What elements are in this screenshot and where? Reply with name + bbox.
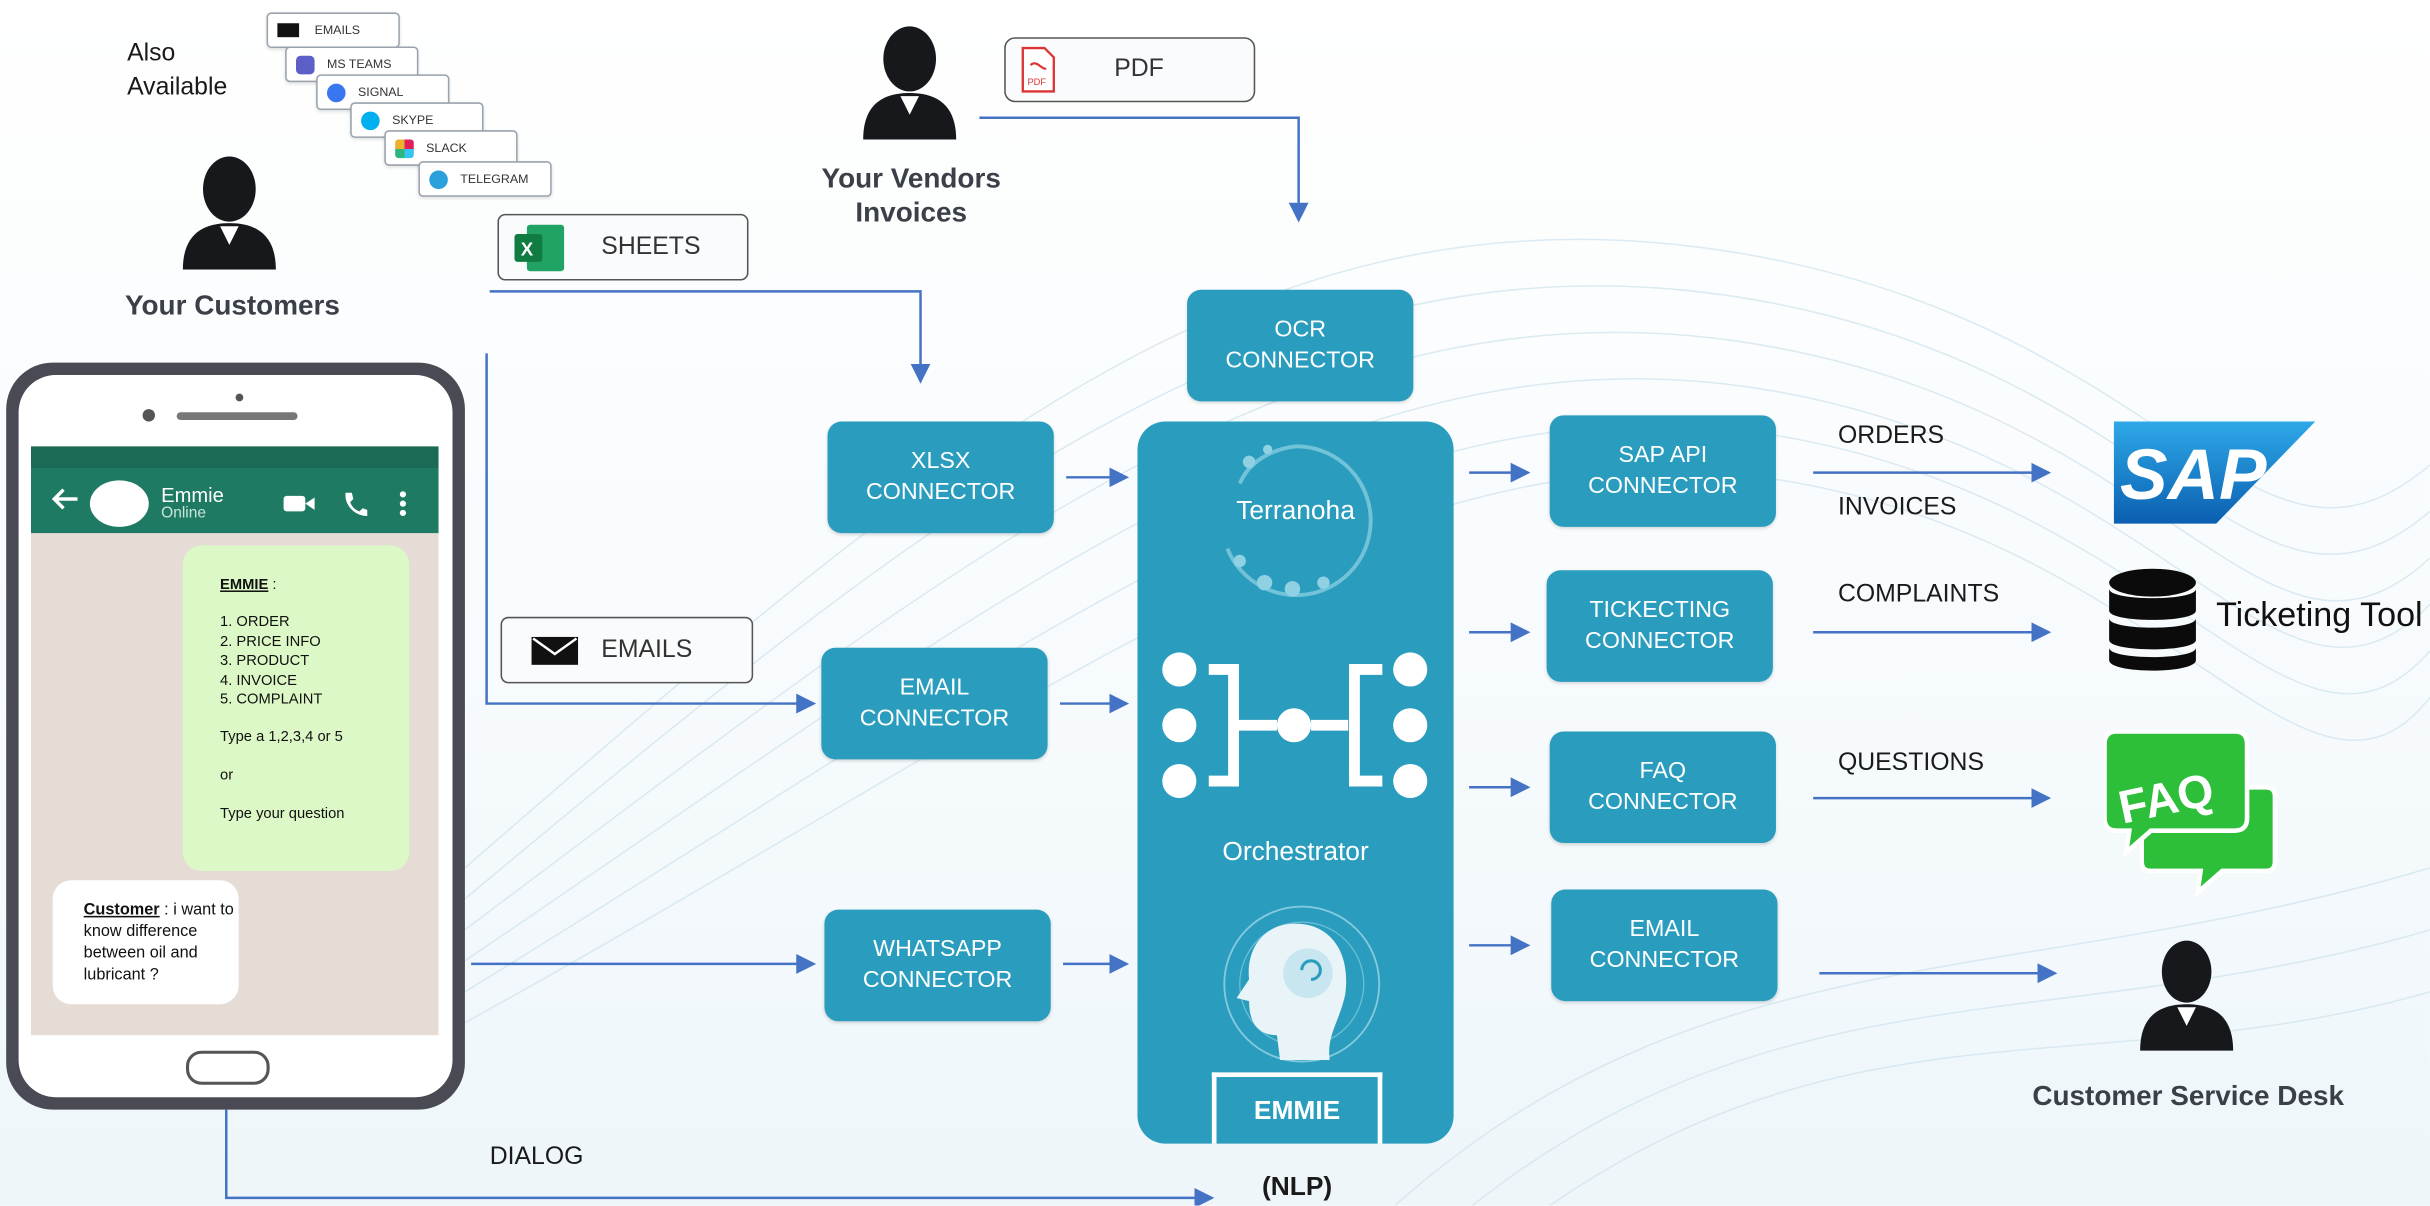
xlsx-connector[interactable]: XLSX CONNECTOR [827, 421, 1054, 534]
orchestrator-icon [1162, 652, 1428, 799]
invoices-label: INVOICES [1837, 494, 1957, 521]
service-desk-person-icon [2140, 940, 2234, 1051]
channel-emails: EMAILS [266, 12, 400, 49]
faq-chat-icon: FAQ [2104, 729, 2278, 896]
vendor-to-ocr-arrow [979, 116, 1309, 223]
customers-label: Your Customers [124, 289, 340, 321]
sheets-source-chip: X SHEETS [497, 213, 749, 281]
menu-option: 5. COMPLAINT [220, 691, 323, 709]
customer-name: Customer [83, 900, 160, 919]
database-icon [2109, 568, 2196, 671]
excel-icon: X [514, 223, 565, 271]
emails-label: EMAILS [601, 636, 693, 663]
contact-status: Online [161, 505, 206, 523]
ticketing-connector[interactable]: TICKECTING CONNECTOR [1546, 570, 1773, 682]
more-menu-icon[interactable] [397, 490, 409, 518]
contact-name: Emmie [161, 483, 224, 507]
slack-icon [395, 138, 414, 158]
bot-message-bubble: EMMIE : 1. ORDER 2. PRICE INFO 3. PRODUC… [182, 545, 410, 871]
sap-api-connector[interactable]: SAP API CONNECTOR [1549, 415, 1776, 527]
svg-text:PDF: PDF [1027, 77, 1046, 87]
email-connector-out[interactable]: EMAIL CONNECTOR [1551, 889, 1778, 1002]
terranoha-logo [1225, 444, 1373, 597]
pdf-source-chip: PDF PDF [1004, 37, 1256, 103]
bot-name: EMMIE [220, 576, 269, 594]
bot-or: or [220, 767, 234, 785]
telegram-icon [429, 169, 448, 189]
complaints-label: COMPLAINTS [1837, 581, 2000, 608]
customer-message-bubble: Customer : i want to know difference bet… [52, 880, 239, 1005]
sheets-to-xlsx-arrow [489, 290, 931, 384]
customer-to-email-arrow [485, 353, 817, 714]
teams-icon [295, 55, 315, 74]
terranoha-label: Terranoha [1236, 495, 1355, 526]
chat-screen: Emmie Online EMMIE : 1. ORDER 2. PRICE I… [30, 446, 439, 1036]
bot-question-hint: Type your question [220, 805, 345, 823]
dialog-label: DIALOG [489, 1143, 584, 1171]
channel-telegram: TELEGRAM [418, 161, 552, 197]
ticketing-tool-label: Ticketing Tool [2216, 595, 2423, 634]
menu-option: 4. INVOICE [220, 671, 297, 689]
ocr-connector[interactable]: OCR CONNECTOR [1187, 289, 1414, 402]
video-call-icon[interactable] [282, 493, 316, 515]
sap-logo-text: SAP [2120, 435, 2267, 515]
orders-label: ORDERS [1837, 423, 1945, 450]
whatsapp-connector[interactable]: WHATSAPP CONNECTOR [824, 909, 1051, 1022]
sap-logo: SAP [2113, 421, 2316, 524]
bot-colon: : [268, 576, 277, 594]
service-desk-label: Customer Service Desk [2032, 1080, 2344, 1112]
phone-call-icon[interactable] [341, 490, 369, 518]
menu-option: 3. PRODUCT [220, 652, 310, 670]
bot-menu: 1. ORDER 2. PRICE INFO 3. PRODUCT 4. INV… [220, 614, 322, 711]
email-connector-in[interactable]: EMAIL CONNECTOR [821, 647, 1048, 760]
back-arrow-icon[interactable] [50, 487, 81, 512]
ai-head-icon [1223, 905, 1381, 1063]
pdf-icon: PDF [1021, 46, 1055, 93]
customer-person-icon [182, 156, 276, 270]
chat-header: Emmie Online [30, 446, 439, 534]
nlp-label: (NLP) [1261, 1171, 1333, 1202]
also-available-label: Also Available [127, 40, 228, 101]
dialog-arrow [225, 1109, 1215, 1206]
skype-icon [361, 110, 380, 130]
emmie-label: EMMIE [1211, 1072, 1383, 1144]
envelope-icon [531, 636, 579, 665]
vendor-person-icon [863, 26, 957, 140]
customer-message: : i want to know difference between oil … [83, 900, 234, 985]
home-button[interactable] [185, 1050, 270, 1085]
menu-option: 1. ORDER [220, 613, 290, 631]
menu-option: 2. PRICE INFO [220, 633, 321, 651]
emails-source-chip: EMAILS [500, 616, 754, 684]
orchestrator-label: Orchestrator [1222, 836, 1369, 867]
bot-prompt: Type a 1,2,3,4 or 5 [220, 728, 343, 746]
questions-label: QUESTIONS [1837, 750, 1984, 777]
core-platform: Terranoha Orchestrator EMMIE [1137, 421, 1454, 1144]
svg-text:X: X [521, 238, 534, 259]
envelope-icon [277, 23, 300, 38]
avatar[interactable] [89, 480, 149, 527]
faq-connector[interactable]: FAQ CONNECTOR [1549, 731, 1776, 844]
sheets-label: SHEETS [601, 233, 701, 260]
pdf-label: PDF [1114, 55, 1164, 83]
vendors-label: Your Vendors Invoices [821, 162, 1001, 228]
signal-icon [326, 82, 346, 102]
